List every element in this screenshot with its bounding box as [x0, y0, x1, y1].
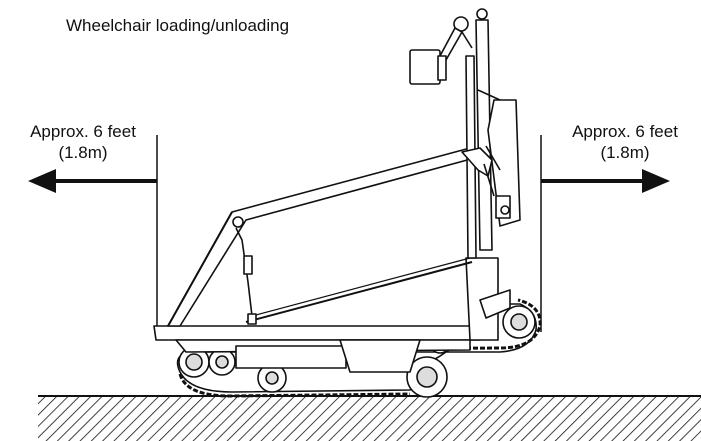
right-clearance-distance: Approx. 6 feet [572, 122, 678, 141]
upper-strap [461, 145, 501, 197]
diagram-title: Wheelchair loading/unloading [66, 16, 290, 35]
left-clearance-label: Approx. 6 feet (1.8m) [9, 121, 157, 163]
ground [38, 395, 701, 441]
control-box [409, 16, 473, 85]
right-clearance-label: Approx. 6 feet (1.8m) [556, 121, 694, 163]
left-clearance-metric: (1.8m) [58, 143, 108, 162]
chassis [153, 257, 511, 373]
right-clearance-metric: (1.8m) [600, 143, 650, 162]
right-arrow-icon [541, 169, 670, 193]
handle-column [465, 8, 521, 259]
left-arrow-icon [28, 169, 157, 193]
left-clearance-distance: Approx. 6 feet [30, 122, 136, 141]
stair-climber-illustration [153, 8, 542, 398]
loading-frame [167, 147, 483, 327]
tie-down-strap [232, 216, 257, 325]
